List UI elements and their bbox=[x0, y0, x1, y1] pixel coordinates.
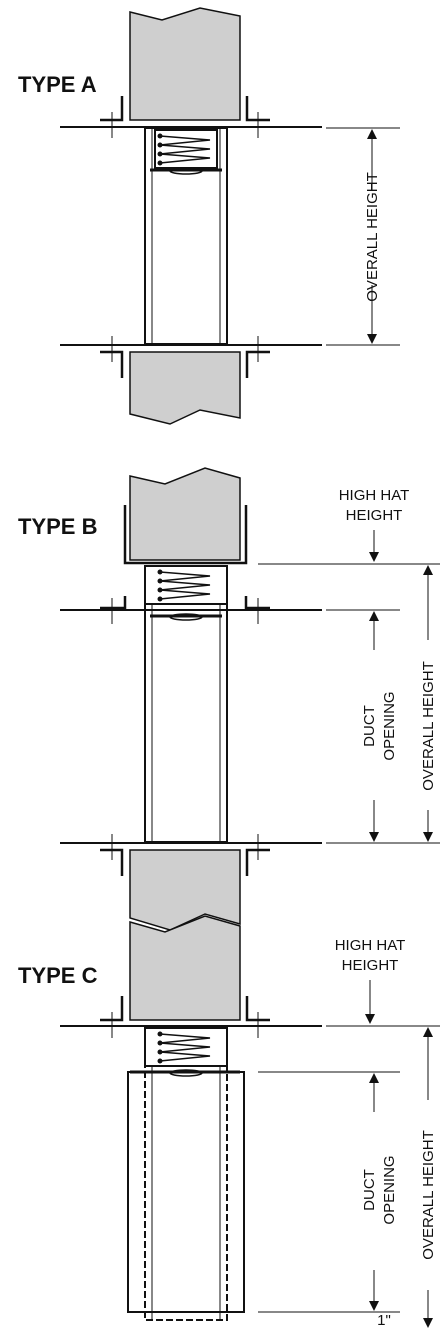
type-c-damper-frame bbox=[144, 1065, 228, 1321]
type-c-high-hat-line1: HIGH HAT bbox=[335, 937, 406, 954]
type-c-duct-opening-line2: OPENING bbox=[381, 1155, 398, 1224]
type-a-overall-height-label: OVERALL HEIGHT bbox=[364, 172, 381, 301]
type-a-angle-tr bbox=[245, 96, 270, 122]
type-c-upper-wall bbox=[129, 915, 241, 1021]
type-c-high-hat-line2: HEIGHT bbox=[342, 957, 399, 974]
type-b-duct-opening-line2: OPENING bbox=[381, 691, 398, 760]
type-b-overall-height-label: OVERALL HEIGHT bbox=[420, 661, 437, 790]
type-a-angle-tl bbox=[100, 96, 124, 122]
type-b-figure: TYPE B HIGH HAT HEIGHT DUCT OPE bbox=[18, 467, 440, 931]
type-a-title: TYPE A bbox=[18, 72, 97, 97]
type-b-high-hat-line2: HEIGHT bbox=[346, 507, 403, 524]
type-b-lower-wall bbox=[129, 849, 241, 931]
type-b-damper-frame bbox=[144, 603, 228, 843]
type-b-upper-wall bbox=[129, 467, 241, 561]
type-a-lower-wall bbox=[129, 351, 241, 425]
type-c-sleeve bbox=[127, 1071, 245, 1313]
type-c-overall-height-label: OVERALL HEIGHT bbox=[420, 1130, 437, 1259]
type-c-gap-label: 1" bbox=[377, 1312, 391, 1329]
type-b-title: TYPE B bbox=[18, 514, 97, 539]
type-b-duct-opening-line1: DUCT bbox=[361, 705, 378, 747]
type-c-figure: TYPE C HIGH HAT HEIGHT DUCT OPENING bbox=[18, 915, 440, 1329]
type-a-figure: TYPE A OVERALL HEIGHT bbox=[18, 7, 400, 425]
type-c-title: TYPE C bbox=[18, 963, 98, 988]
type-a-upper-wall bbox=[129, 7, 241, 121]
type-b-high-hat-line1: HIGH HAT bbox=[339, 487, 410, 504]
type-c-duct-opening-line1: DUCT bbox=[361, 1169, 378, 1211]
